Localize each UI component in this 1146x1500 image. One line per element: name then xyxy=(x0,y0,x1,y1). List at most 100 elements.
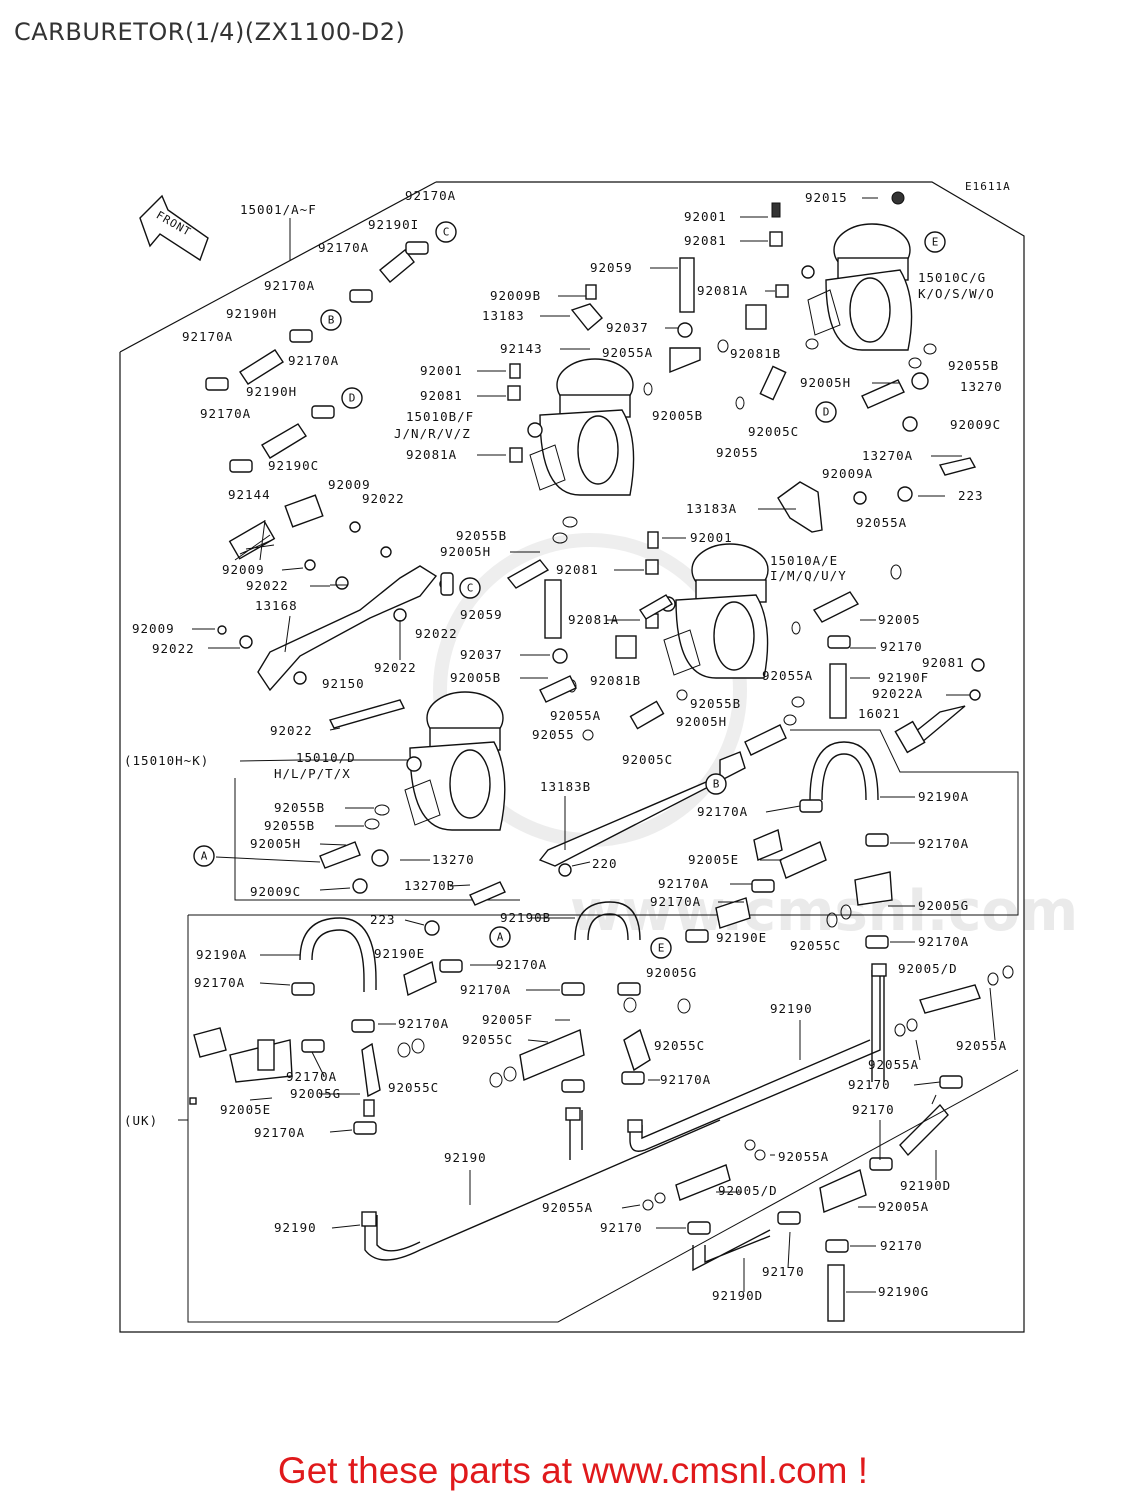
label-92170A: 92170A xyxy=(398,1016,449,1031)
label-92081A: 92081A xyxy=(697,283,748,298)
label-92190A: 92190A xyxy=(918,789,969,804)
label-92055A: 92055A xyxy=(542,1200,593,1215)
label-92081: 92081 xyxy=(684,233,727,248)
label-92143: 92143 xyxy=(500,341,543,356)
label-92170A: 92170A xyxy=(200,406,251,421)
label-92170: 92170 xyxy=(852,1102,895,1117)
fittings-clamps-rings xyxy=(189,191,1014,1253)
label-92037: 92037 xyxy=(460,647,503,662)
label-92190E: 92190E xyxy=(374,946,425,961)
label-92005C: 92005C xyxy=(622,752,673,767)
label-92055B: 92055B xyxy=(948,358,999,373)
callout-d-top: D xyxy=(341,387,363,409)
label-92170A: 92170A xyxy=(697,804,748,819)
label-92055B: 92055B xyxy=(264,818,315,833)
label-92190: 92190 xyxy=(770,1001,813,1016)
label-15010H-K: (15010H~K) xyxy=(124,753,209,768)
carburetor-4-icon xyxy=(404,691,506,831)
label-92055A: 92055A xyxy=(956,1038,1007,1053)
label-13270: 13270 xyxy=(432,852,475,867)
label-92005A: 92005A xyxy=(878,1199,929,1214)
label-92005C: 92005C xyxy=(748,424,799,439)
label-13270: 13270 xyxy=(960,379,1003,394)
label-92150: 92150 xyxy=(322,676,365,691)
label-92190D: 92190D xyxy=(900,1178,951,1193)
svg-text:C: C xyxy=(443,226,450,239)
label-92190I: 92190I xyxy=(368,217,419,232)
svg-text:C: C xyxy=(467,582,474,595)
label-92015: 92015 xyxy=(805,190,848,205)
label-92170A: 92170A xyxy=(182,329,233,344)
label-92170: 92170 xyxy=(762,1264,805,1279)
label-92170A: 92170A xyxy=(194,975,245,990)
label-15010BF: 15010B/F xyxy=(406,409,474,424)
label-92170A: 92170A xyxy=(318,240,369,255)
diagram-code: E1611A xyxy=(965,180,1011,193)
label-92190: 92190 xyxy=(274,1220,317,1235)
label-92009: 92009 xyxy=(132,621,175,636)
callout-c-mid: C xyxy=(459,577,481,599)
label-13183A: 13183A xyxy=(686,501,737,516)
label-92170A: 92170A xyxy=(496,957,547,972)
bracket-13183A-icon xyxy=(777,481,823,533)
svg-text:A: A xyxy=(497,931,504,944)
label-92190H: 92190H xyxy=(246,384,297,399)
svg-text:B: B xyxy=(328,314,335,327)
label-92055C: 92055C xyxy=(654,1038,705,1053)
frame-outlines xyxy=(119,181,1025,1333)
label-92055A: 92055A xyxy=(602,345,653,360)
label-92170: 92170 xyxy=(880,1238,923,1253)
label-KOSWO: K/O/S/W/O xyxy=(918,286,995,301)
label-92170A: 92170A xyxy=(254,1125,305,1140)
leader-lines xyxy=(178,197,996,1293)
label-92022: 92022 xyxy=(415,626,458,641)
exploded-parts-diagram: www.cmsnl.com E1611A FRONT xyxy=(119,180,1078,1333)
label-92005D: 92005/D xyxy=(718,1183,778,1198)
label-92009C: 92009C xyxy=(250,884,301,899)
label-HLPTX: H/L/P/T/X xyxy=(274,766,351,781)
label-92005F: 92005F xyxy=(482,1012,533,1027)
label-92055B: 92055B xyxy=(456,528,507,543)
label-13183B: 13183B xyxy=(540,779,591,794)
callout-d-mid: D xyxy=(815,401,837,423)
label-92022A: 92022A xyxy=(872,686,923,701)
label-92170A: 92170A xyxy=(918,934,969,949)
label-92081: 92081 xyxy=(922,655,965,670)
callout-c-top: C xyxy=(435,221,457,243)
footer-link-text[interactable]: Get these parts at www.cmsnl.com ! xyxy=(277,1450,869,1491)
label-92081B: 92081B xyxy=(590,673,641,688)
label-92170A: 92170A xyxy=(650,894,701,909)
svg-text:E: E xyxy=(932,236,939,249)
label-92005G: 92005G xyxy=(918,898,969,913)
label-15010D: 15010/D xyxy=(296,750,356,765)
label-92055A: 92055A xyxy=(778,1149,829,1164)
label-223: 223 xyxy=(958,488,984,503)
label-92055: 92055 xyxy=(716,445,759,460)
label-92005E: 92005E xyxy=(688,852,739,867)
label-223: 223 xyxy=(370,912,396,927)
label-92059: 92059 xyxy=(460,607,503,622)
label-JNRVZ: J/N/R/V/Z xyxy=(394,426,471,441)
label-92005G: 92005G xyxy=(646,965,697,980)
callout-e-mid: E xyxy=(650,937,672,959)
svg-text:B: B xyxy=(713,778,720,791)
label-92081A: 92081A xyxy=(406,447,457,462)
label-92190C: 92190C xyxy=(268,458,319,473)
label-15001: 15001/A~F xyxy=(240,202,317,217)
watermark-text: www.cmsnl.com xyxy=(570,879,1078,944)
label-92055A: 92055A xyxy=(856,515,907,530)
label-13270A: 13270A xyxy=(862,448,913,463)
carburetor-1-icon xyxy=(801,223,913,351)
bracket-13168-icon xyxy=(257,565,438,692)
label-92170A: 92170A xyxy=(264,278,315,293)
svg-text:D: D xyxy=(823,406,830,419)
callout-a-left: A xyxy=(193,845,215,867)
label-92022: 92022 xyxy=(374,660,417,675)
label-92170: 92170 xyxy=(600,1220,643,1235)
label-92022: 92022 xyxy=(270,723,313,738)
label-92005D: 92005/D xyxy=(898,961,958,976)
label-13183: 13183 xyxy=(482,308,525,323)
label-92190: 92190 xyxy=(444,1150,487,1165)
front-arrow-icon: FRONT xyxy=(139,194,209,262)
label-92037: 92037 xyxy=(606,320,649,335)
